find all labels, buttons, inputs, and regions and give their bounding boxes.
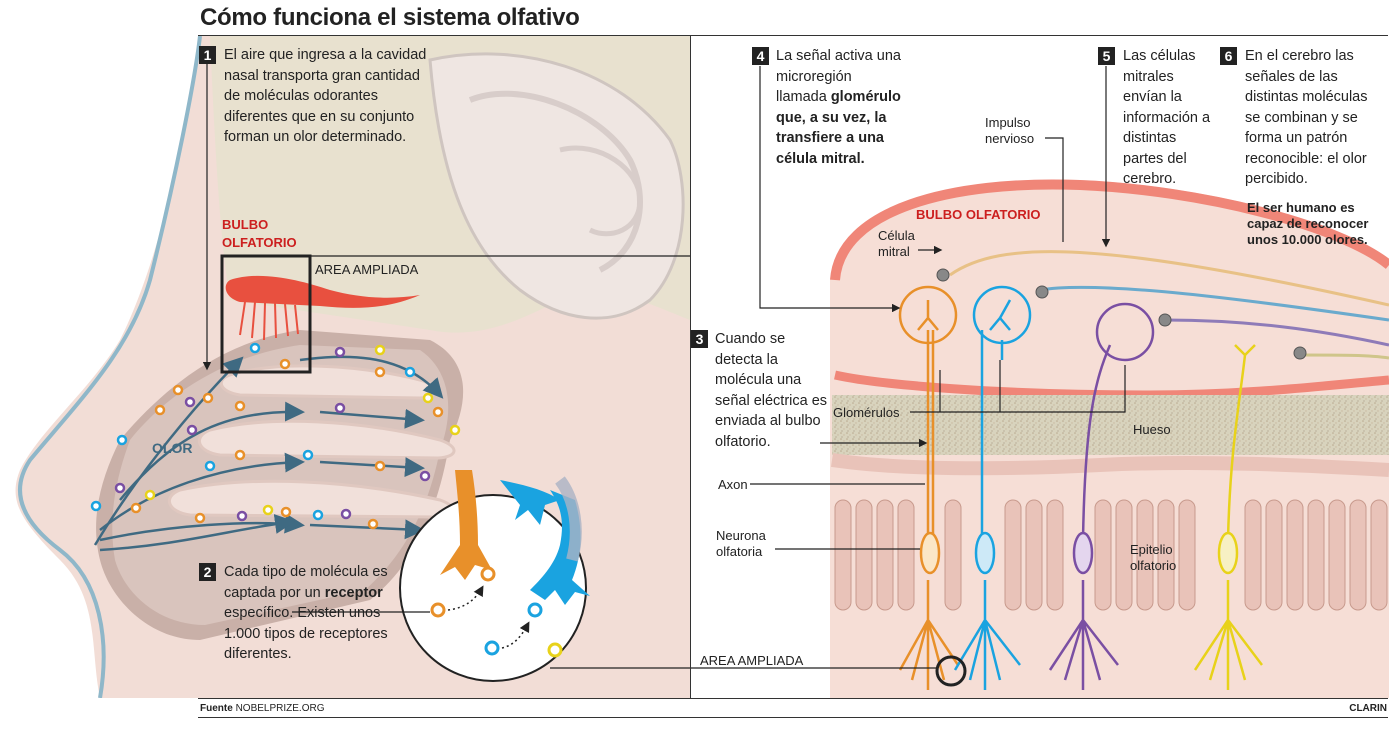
label-hueso: Hueso <box>1133 422 1171 437</box>
step-4-number: 4 <box>752 47 769 65</box>
step-1-text: El aire que ingresa a la cavidad nasal t… <box>224 47 427 145</box>
label-bulbo-right: BULBO OLFATORIO <box>916 207 1041 222</box>
footer-rule <box>198 717 1388 718</box>
head-cross-section <box>0 36 690 698</box>
step-4-text-b: glomérulo que, a su vez, la transfiere a… <box>776 89 901 167</box>
step-2-receptor: receptor <box>324 584 383 601</box>
step-2-text-a: Cada tipo de molécula es captada por un <box>224 564 388 601</box>
step-4-text: La señal activa una microregión llamada … <box>776 46 906 169</box>
bulb-detail <box>691 36 1389 698</box>
step-2-text: Cada tipo de molécula es captada por un … <box>224 562 394 665</box>
label-celula-mitral: Célula mitral <box>878 228 915 259</box>
top-rule <box>198 35 1388 36</box>
page-title: Cómo funciona el sistema olfativo <box>200 4 580 31</box>
step-2-text-c: específico. Existen unos 1.000 tipos de … <box>224 605 388 662</box>
step-5-text: Las células mitrales envían la informaci… <box>1123 48 1211 187</box>
footer-credit: CLARIN <box>1349 703 1387 714</box>
step-4-text-a: La señal activa una microregión llamada <box>776 48 901 105</box>
step-5-number: 5 <box>1098 47 1115 65</box>
label-neurona: Neurona olfatoria <box>716 528 766 559</box>
footer-source-label: Fuente <box>200 703 233 714</box>
step-3-text: Cuando se detecta la molécula una señal … <box>715 331 828 450</box>
step-2-number: 2 <box>199 563 216 581</box>
step-1-number: 1 <box>199 46 216 64</box>
label-bulbo-left: BULBO OLFATORIO <box>222 217 297 250</box>
step-3-number: 3 <box>691 330 708 348</box>
step-6-number: 6 <box>1220 47 1237 65</box>
label-glomerulos: Glomérulos <box>833 405 900 420</box>
footer-source-value: NOBELPRIZE.ORG <box>235 703 325 714</box>
label-olor: OLOR <box>152 440 193 456</box>
label-epitelio: Epitelio olfatorio <box>1130 542 1177 573</box>
label-area-ampliada-bottom: AREA AMPLIADA <box>700 653 804 668</box>
label-axon: Axon <box>718 477 748 492</box>
step-6-text: En el cerebro las señales de las distint… <box>1245 48 1368 187</box>
bottom-rule <box>198 698 1388 699</box>
panel-divider <box>690 35 691 698</box>
step-6-note: El ser humano es capaz de reconocer unos… <box>1247 200 1369 247</box>
footer-source: Fuente NOBELPRIZE.ORG <box>200 703 324 714</box>
label-impulso: Impulso nervioso <box>985 115 1035 146</box>
label-area-ampliada-top: AREA AMPLIADA <box>315 262 419 277</box>
